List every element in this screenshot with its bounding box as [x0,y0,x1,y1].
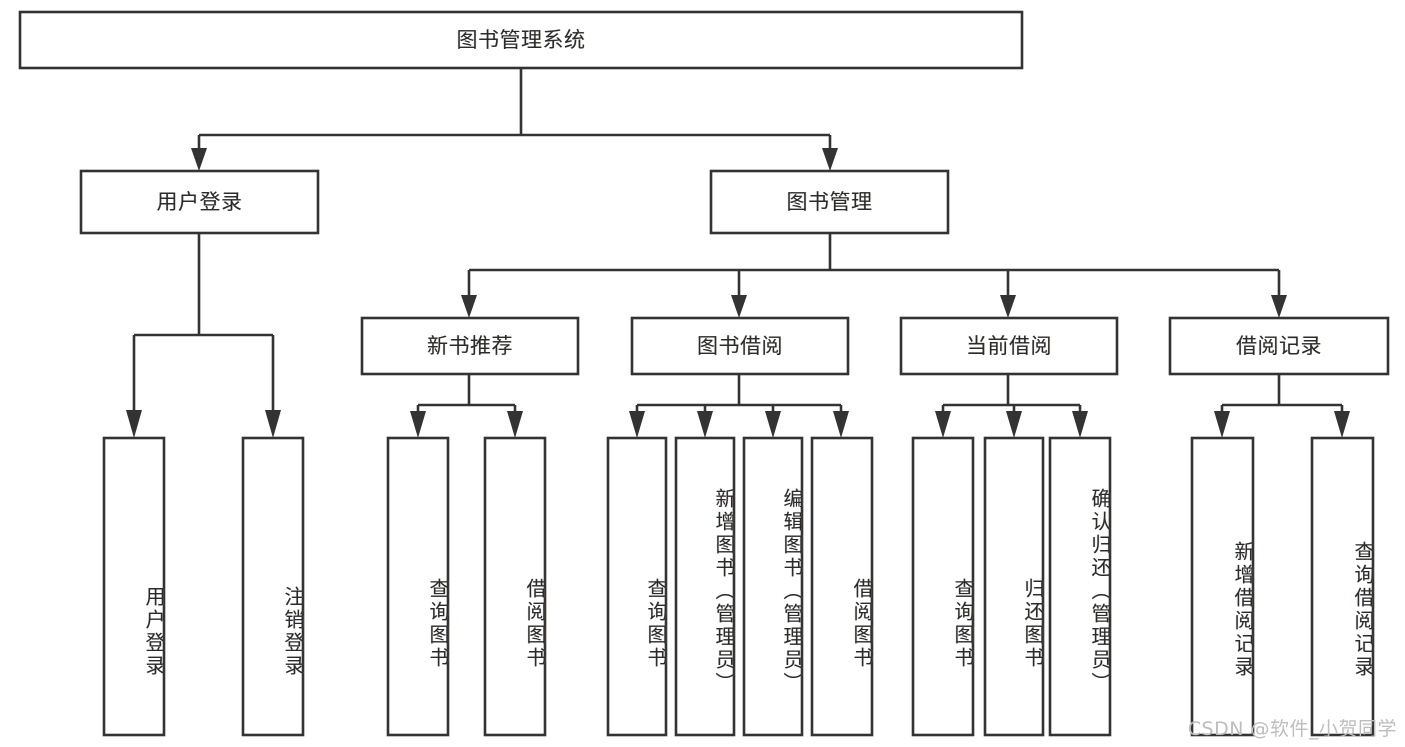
node-box-leaf-borrow-book-recommend[interactable] [483,436,547,737]
arrow-head-leaf-add-record [1214,411,1230,438]
node-box-leaf-user-login[interactable] [102,436,166,737]
arrow-head-leaf-edit-book [765,411,781,438]
node-box-leaf-query-record[interactable] [1310,436,1375,737]
node-box-borrow-record[interactable] [1168,316,1390,376]
node-box-new-book-recommend[interactable] [360,316,580,376]
arrow-head-leaf-query-book-borrow [629,411,645,438]
arrow-head-user-login [191,148,207,171]
arrow-head-leaf-confirm-return [1072,411,1088,438]
node-box-book-management[interactable] [709,169,950,235]
node-box-leaf-query-book-borrow[interactable] [606,436,668,737]
watermark-text: CSDN @软件_小贺同学 [1187,718,1397,740]
node-box-leaf-edit-book[interactable] [742,436,804,737]
arrow-head-leaf-user-login [126,410,142,438]
arrow-head-book-management [822,148,838,171]
node-box-leaf-confirm-return[interactable] [1048,436,1112,737]
node-box-leaf-add-record[interactable] [1190,436,1255,737]
arrow-head-leaf-query-record [1334,411,1350,438]
node-box-leaf-add-book[interactable] [674,436,736,737]
node-box-leaf-query-book-current[interactable] [911,436,975,737]
arrow-head-book-borrow [731,295,747,318]
node-box-leaf-user-logout[interactable] [241,436,305,737]
arrow-head-leaf-return-book [1006,411,1022,438]
node-box-user-login[interactable] [79,169,320,235]
arrow-head-leaf-query-book-current [935,411,951,438]
node-box-root[interactable] [18,10,1024,70]
arrow-head-current-borrow [1000,295,1016,318]
node-box-book-borrow[interactable] [630,316,850,376]
arrow-head-leaf-borrow-book-recommend [507,411,523,438]
node-box-leaf-borrow-book[interactable] [810,436,874,737]
node-box-leaf-query-book-recommend[interactable] [386,436,450,737]
arrow-head-leaf-add-book [697,411,713,438]
arrow-head-borrow-record [1271,295,1287,318]
arrow-head-leaf-query-book-recommend [410,411,426,438]
node-box-current-borrow[interactable] [899,316,1119,376]
arrow-head-new-book-recommend [461,295,477,318]
arrow-head-leaf-user-logout [265,410,281,438]
arrow-head-leaf-borrow-book [833,411,849,438]
node-box-leaf-return-book[interactable] [983,436,1045,737]
